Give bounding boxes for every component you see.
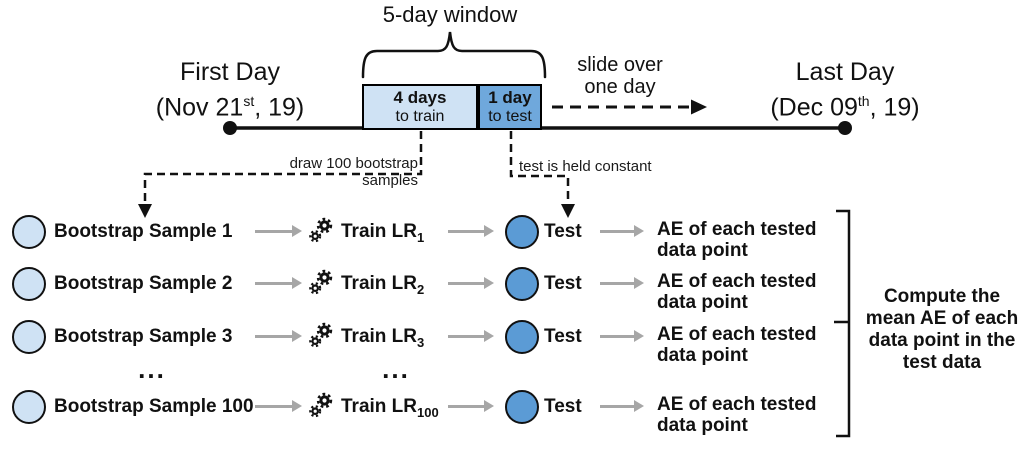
gear-icon — [309, 392, 333, 418]
bootstrap-row-100: Bootstrap Sample 100 Train LR100 Test AE… — [0, 389, 860, 436]
flow-arrow-icon — [600, 335, 634, 338]
slide-over-label: slide over one day — [577, 54, 663, 98]
sample-circle-icon — [12, 320, 46, 354]
sample-label: Bootstrap Sample 100 — [54, 396, 254, 417]
train-window-box: 4 days to train — [362, 84, 478, 130]
sample-label: Bootstrap Sample 3 — [54, 326, 233, 347]
flow-arrow-icon — [255, 405, 292, 408]
ae-label: AE of each tested data point — [657, 324, 817, 366]
train-label-subscript: 1 — [417, 229, 425, 245]
sample-label: Bootstrap Sample 1 — [54, 221, 233, 242]
ae-label: AE of each tested data point — [657, 394, 817, 436]
test-circle-icon — [505, 390, 539, 424]
last-day-title: Last Day — [795, 58, 895, 86]
slide-arrow-head — [691, 99, 707, 115]
first-day-dot — [223, 121, 237, 135]
test-circle-icon — [505, 320, 539, 354]
train-box-caption: to train — [395, 108, 445, 125]
train-label: Train LR3 — [341, 326, 425, 350]
draw-samples-arrow-head — [138, 204, 152, 218]
first-day-label: First Day (Nov 21st, 19) — [110, 58, 350, 122]
test-circle-icon — [505, 267, 539, 301]
sample-label: Bootstrap Sample 2 — [54, 273, 233, 294]
flow-arrow-icon — [448, 335, 484, 338]
gear-icon — [309, 269, 333, 295]
flow-arrow-icon — [600, 282, 634, 285]
held-constant-label: test is held constant — [519, 158, 652, 175]
train-ellipsis: ... — [382, 354, 410, 384]
train-label-subscript: 100 — [417, 404, 439, 420]
flow-arrow-icon — [600, 405, 634, 408]
test-label: Test — [544, 273, 582, 294]
flow-arrow-icon — [600, 230, 634, 233]
flow-arrow-icon — [448, 282, 484, 285]
train-label-subscript: 3 — [417, 334, 425, 350]
train-label-subscript: 2 — [417, 281, 425, 297]
sample-circle-icon — [12, 390, 46, 424]
test-label: Test — [544, 396, 582, 417]
train-box-days: 4 days — [393, 88, 447, 107]
gear-icon — [309, 217, 333, 243]
test-box-days: 1 day — [488, 88, 532, 107]
first-day-date: (Nov 21st, 19) — [155, 93, 305, 122]
window-label: 5-day window — [382, 2, 518, 27]
five-day-window-brace — [361, 31, 547, 79]
train-label: Train LR100 — [341, 396, 439, 420]
samples-ellipsis: ... — [138, 354, 166, 384]
bootstrap-row-2: Bootstrap Sample 2 Train LR2 Test AE of … — [0, 266, 860, 313]
last-day-date-ordinal: th — [857, 93, 870, 109]
group-bracket — [834, 209, 851, 438]
first-day-title: First Day — [180, 58, 280, 86]
bracket-note: Compute the mean AE of each data point i… — [865, 286, 1019, 373]
held-constant-arrow-head — [561, 204, 575, 218]
sample-circle-icon — [12, 215, 46, 249]
flow-arrow-icon — [255, 335, 292, 338]
train-label: Train LR1 — [341, 221, 425, 245]
gear-icon — [309, 322, 333, 348]
flow-arrow-icon — [255, 282, 292, 285]
ae-label: AE of each tested data point — [657, 219, 817, 261]
test-window-box: 1 day to test — [478, 84, 542, 130]
sample-circle-icon — [12, 267, 46, 301]
ae-label: AE of each tested data point — [657, 271, 817, 313]
bootstrap-row-3: Bootstrap Sample 3 Train LR3 Test AE of … — [0, 319, 860, 366]
test-label: Test — [544, 221, 582, 242]
last-day-label: Last Day (Dec 09th, 19) — [725, 58, 965, 122]
test-circle-icon — [505, 215, 539, 249]
test-label: Test — [544, 326, 582, 347]
draw-samples-label: draw 100 bootstrap samples — [289, 155, 418, 189]
flow-arrow-icon — [448, 230, 484, 233]
flow-arrow-icon — [448, 405, 484, 408]
last-day-dot — [838, 121, 852, 135]
flow-arrow-icon — [255, 230, 292, 233]
bootstrap-row-1: Bootstrap Sample 1 Train LR1 Test AE of … — [0, 214, 860, 261]
first-day-date-ordinal: st — [243, 93, 255, 109]
train-label: Train LR2 — [341, 273, 425, 297]
test-box-caption: to test — [488, 108, 532, 125]
last-day-date: (Dec 09th, 19) — [770, 93, 920, 122]
